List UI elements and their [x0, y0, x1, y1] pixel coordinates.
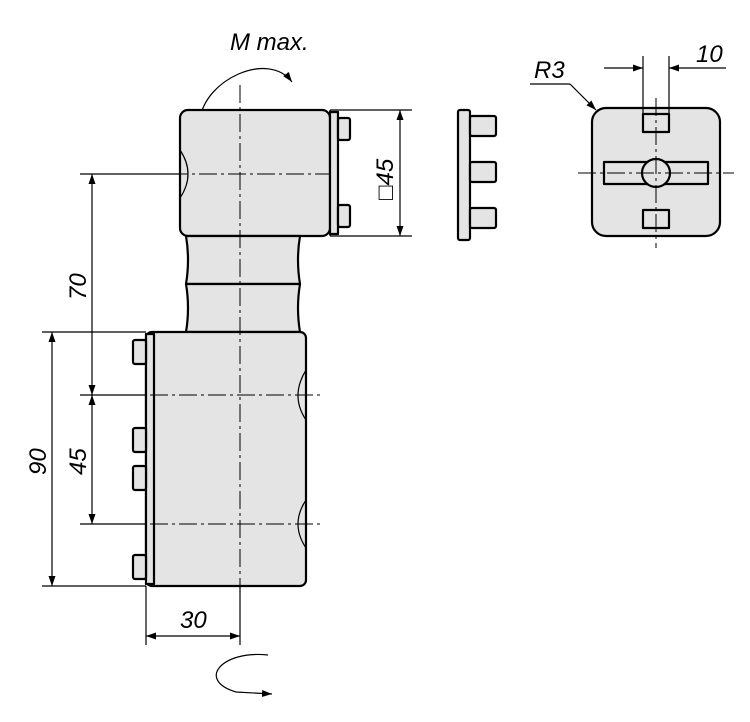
dim-70-label: 70: [65, 273, 92, 300]
lower-hinge-block: [131, 330, 308, 588]
upper-hinge-block: [178, 108, 352, 238]
dimension-10: [604, 56, 726, 132]
moment-max-label: M max.: [230, 29, 309, 56]
rotation-arrow-bottom: [215, 653, 273, 697]
center-lines: [150, 85, 330, 630]
dim-90-label: 90: [25, 448, 52, 475]
dim-10-label: 10: [696, 41, 723, 68]
top-view-center-lines: [578, 98, 734, 248]
dim-square-45-label: □45: [372, 158, 399, 200]
radius-leader: [530, 83, 597, 111]
dim-30-label: 30: [180, 607, 207, 634]
side-view-plate: [456, 108, 498, 242]
radius-r3-label: R3: [534, 57, 565, 84]
rotation-arrow-top: [199, 67, 293, 121]
dim-45-left-label: 45: [65, 448, 92, 475]
hinge-neck: [184, 234, 302, 334]
